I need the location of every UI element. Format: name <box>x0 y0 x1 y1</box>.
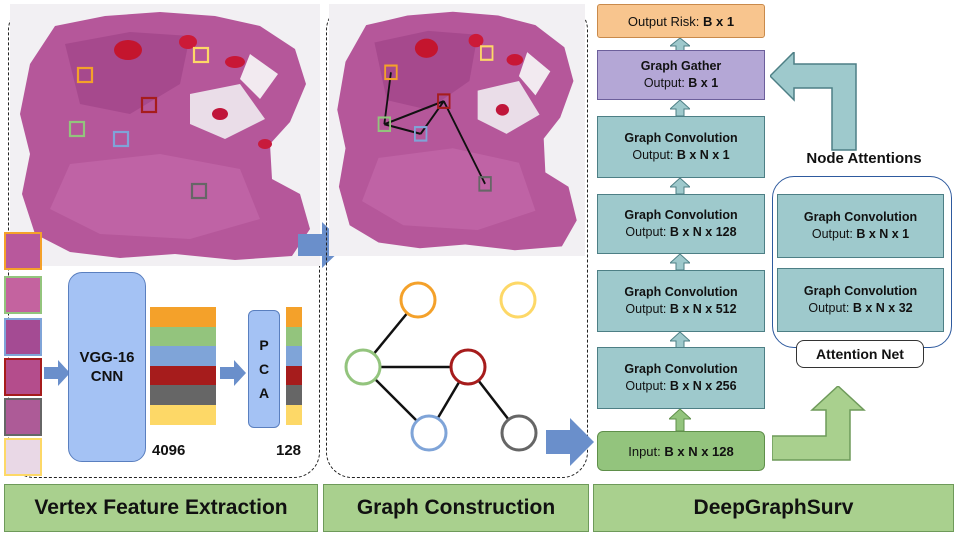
graph-conv-1-out-value: B x N x 1 <box>676 148 730 162</box>
stage-deepgraphsurv: DeepGraphSurv <box>593 484 954 532</box>
up-arrow-conv4 <box>670 332 690 348</box>
graph-conv-3-out-value: B x N x 512 <box>669 302 737 316</box>
patch-tile-red <box>4 358 42 396</box>
graph-conv-box-3: Graph Convolution Output: B x N x 512 <box>597 270 765 332</box>
attention-conv-2-out-label: Output: <box>808 301 853 315</box>
graph-gather-box: Graph Gather Output: B x 1 <box>597 50 765 100</box>
up-arrow-input <box>669 409 691 431</box>
graph-conv-box-2: Graph Convolution Output: B x N x 128 <box>597 194 765 254</box>
arrow-to-input <box>546 418 594 466</box>
graph-conv-box-1: Graph Convolution Output: B x N x 1 <box>597 116 765 178</box>
pca-letter-a: A <box>258 385 270 401</box>
tissue-graph-image <box>329 4 585 256</box>
up-arrow-conv2 <box>670 178 690 194</box>
graph-conv-3-out-label: Output: <box>625 302 670 316</box>
patch-tile-gray <box>4 398 42 436</box>
tissue-slide-image <box>10 4 320 266</box>
dim-4096-label: 4096 <box>152 442 186 459</box>
attention-conv-1-out-label: Output: <box>811 227 857 241</box>
cnn-label-line2: CNN <box>90 368 124 385</box>
attention-conv-1-title: Graph Convolution <box>803 210 918 224</box>
graph-conv-4-out-label: Output: <box>625 379 670 393</box>
graph-node-yellow <box>499 281 537 319</box>
graph-conv-2-out-value: B x N x 128 <box>669 225 737 239</box>
pca-letter-c: C <box>258 361 270 377</box>
up-arrow-conv3 <box>670 254 690 270</box>
arrow-input-to-attention <box>772 386 866 461</box>
output-risk-box: Output Risk: B x 1 <box>597 4 765 38</box>
input-value: B x N x 128 <box>664 443 734 459</box>
graph-node-gray <box>500 414 538 452</box>
graph-conv-1-out-label: Output: <box>632 148 677 162</box>
graph-conv-box-4: Graph Convolution Output: B x N x 256 <box>597 347 765 409</box>
output-risk-value: B x 1 <box>703 13 735 29</box>
graph-node-green <box>344 348 382 386</box>
arrow-attention-to-gather <box>770 52 857 151</box>
cnn-label-line1: VGG-16 <box>79 349 135 366</box>
dim-128-label: 128 <box>276 442 302 459</box>
graph-node-red <box>449 348 487 386</box>
arrow-to-pca <box>220 360 246 386</box>
attention-conv-2-out-value: B x N x 32 <box>852 301 913 315</box>
stage-graph-construction: Graph Construction <box>323 484 589 532</box>
graph-node-blue <box>410 414 448 452</box>
up-arrow-conv1 <box>670 100 690 116</box>
patch-tile-yellow <box>4 438 42 476</box>
feature-vector-4096 <box>150 307 216 425</box>
graph-gather-title: Graph Gather <box>640 59 722 73</box>
graph-conv-4-title: Graph Convolution <box>624 362 738 376</box>
graph-conv-2-title: Graph Convolution <box>624 208 738 222</box>
graph-conv-3-title: Graph Convolution <box>624 285 738 299</box>
attention-net-label: Attention Net <box>796 340 924 368</box>
patch-tile-blue <box>4 318 42 356</box>
pca-block: P C A <box>248 310 280 428</box>
graph-node-orange <box>399 281 437 319</box>
up-arrow-gather <box>670 38 690 52</box>
attention-conv-2-title: Graph Convolution <box>803 284 918 298</box>
attention-conv-box-2: Graph Convolution Output: B x N x 32 <box>777 268 944 332</box>
graph-gather-out-label: Output: <box>643 76 689 90</box>
stage-vertex-feature-extraction: Vertex Feature Extraction <box>4 484 318 532</box>
input-label: Input: <box>628 443 665 459</box>
graph-conv-1-title: Graph Convolution <box>624 131 738 145</box>
pca-letter-p: P <box>259 337 269 353</box>
graph-conv-4-out-value: B x N x 256 <box>669 379 737 393</box>
feature-vector-128 <box>286 307 302 425</box>
patch-tile-green <box>4 276 42 314</box>
node-attentions-label: Node Attentions <box>806 150 922 167</box>
arrow-to-cnn <box>44 360 70 386</box>
output-risk-label: Output Risk: <box>627 13 704 29</box>
input-box: Input: B x N x 128 <box>597 431 765 471</box>
attention-conv-1-out-value: B x N x 1 <box>856 227 910 241</box>
attention-conv-box-1: Graph Convolution Output: B x N x 1 <box>777 194 944 258</box>
patch-tile-orange <box>4 232 42 270</box>
graph-gather-out-value: B x 1 <box>688 76 719 90</box>
vgg-cnn-block: VGG-16 CNN <box>68 272 146 462</box>
abstract-graph <box>344 281 538 452</box>
graph-conv-2-out-label: Output: <box>625 225 670 239</box>
